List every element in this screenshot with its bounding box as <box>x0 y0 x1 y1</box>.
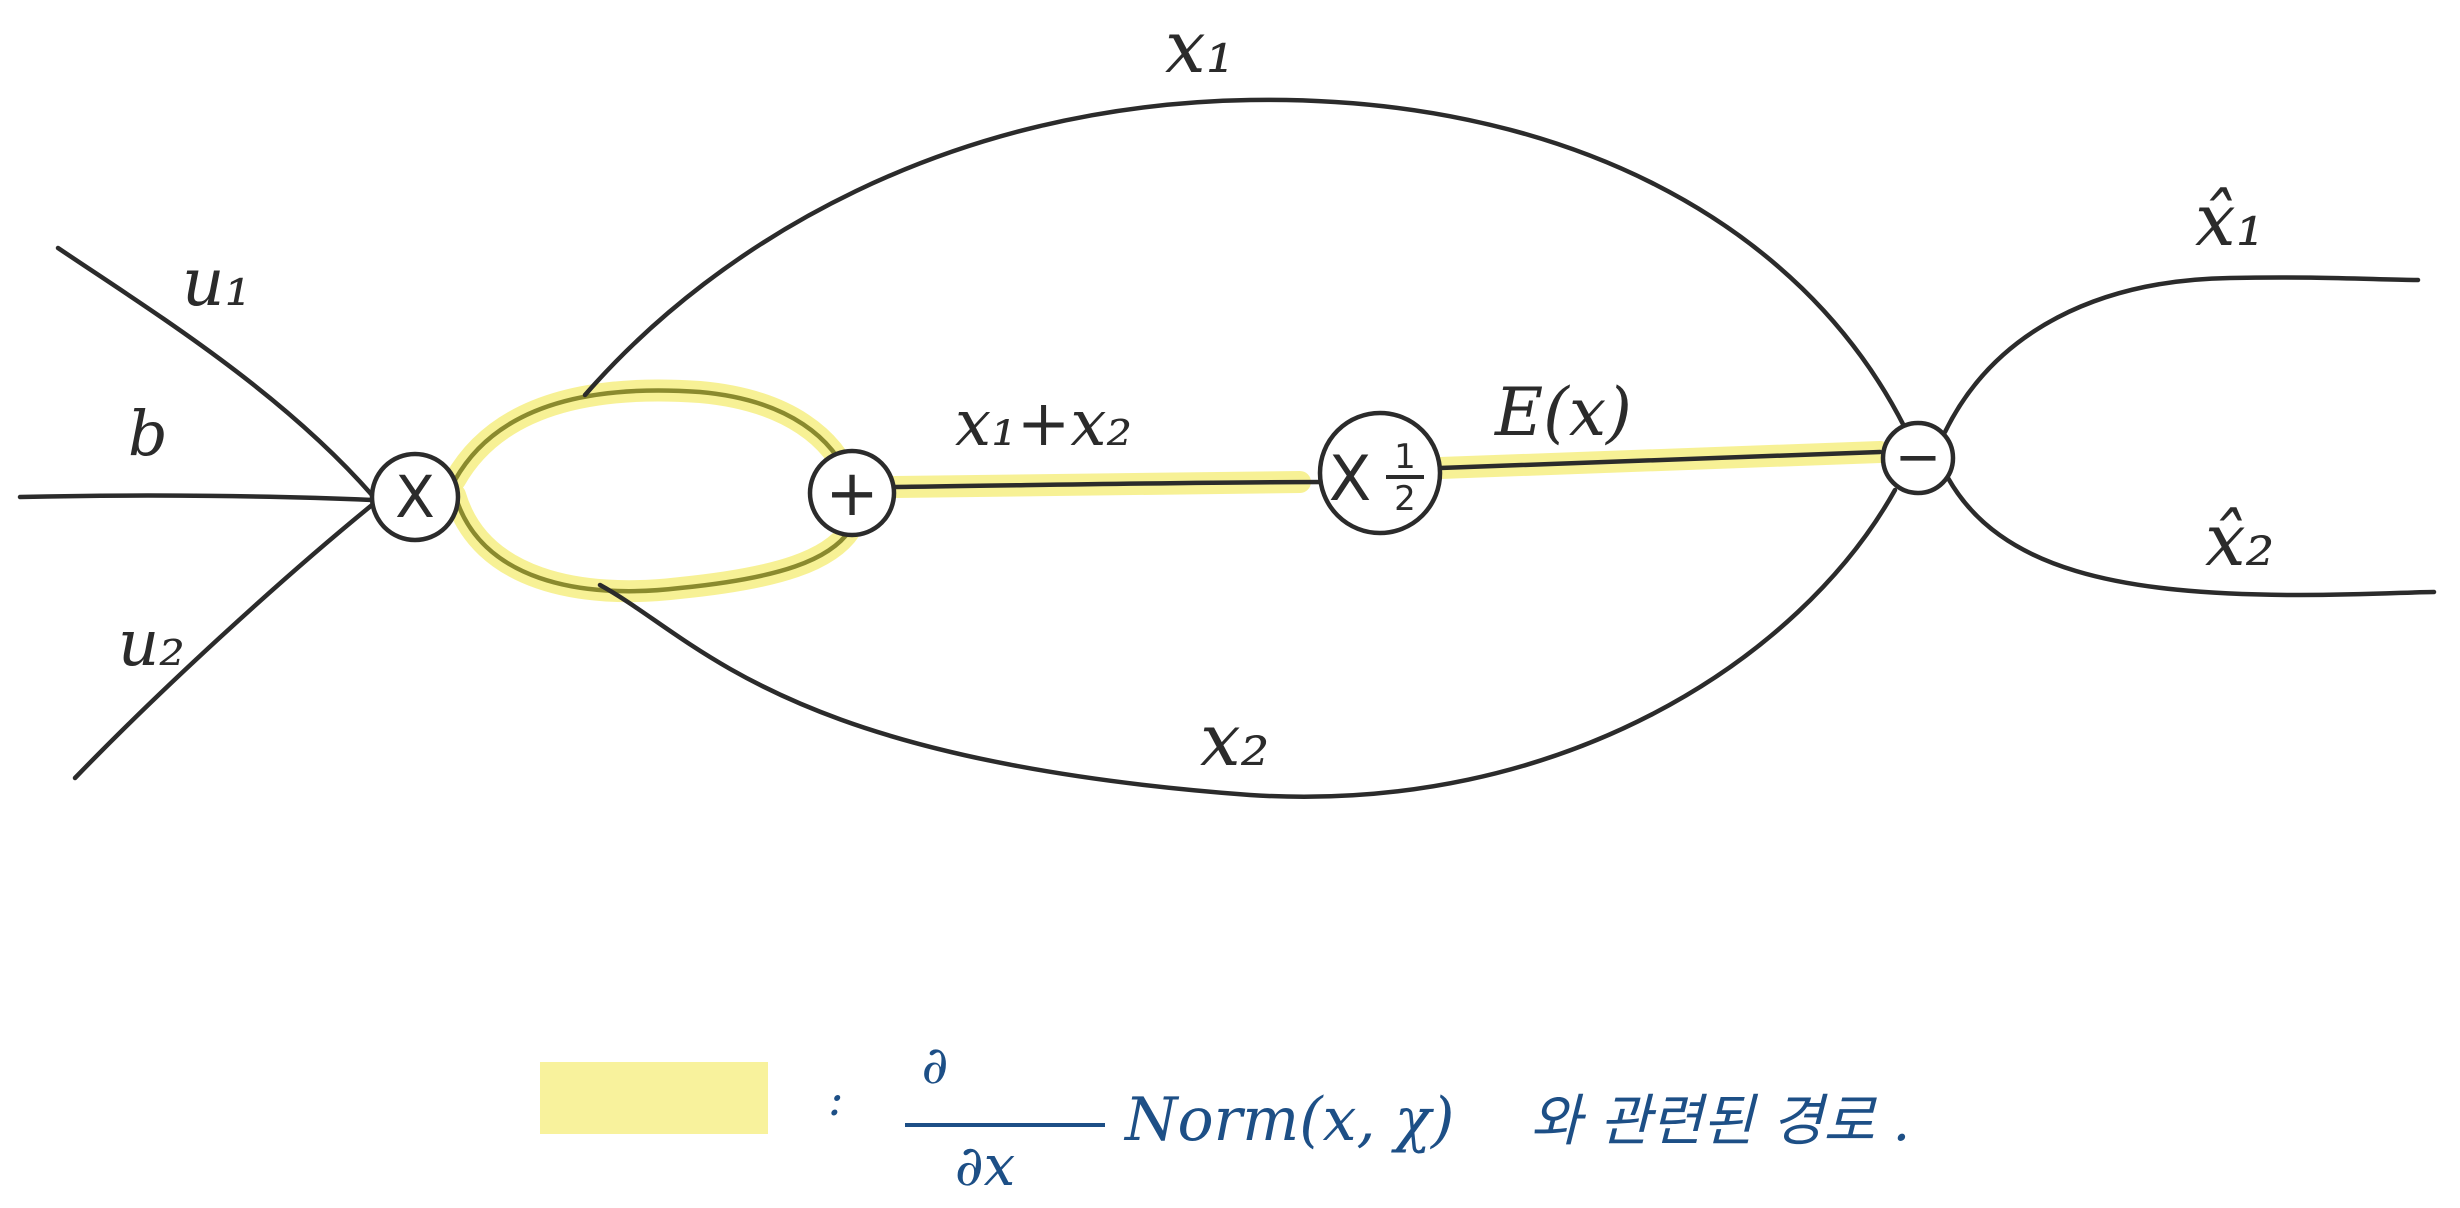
edge-u2 <box>72 502 375 781</box>
label-sum: x₁+x₂ <box>955 387 1132 461</box>
label-x1-hat: x̂₁ <box>2195 178 2264 262</box>
legend-fraction-denominator: ∂x <box>955 1134 1016 1199</box>
highlight-upper-outline <box>452 388 853 485</box>
label-u2: u₂ <box>118 607 185 681</box>
highlight-upper-branch <box>444 379 861 493</box>
edge-x1 <box>582 97 1908 431</box>
output-edges <box>1942 275 2437 598</box>
node-add: + <box>807 448 897 538</box>
node-subtract-label: − <box>1895 425 1942 490</box>
label-b: b <box>128 397 168 470</box>
node-multiply-label: X <box>395 463 435 531</box>
legend-expression: Norm(x, χ) <box>1123 1085 1454 1155</box>
legend-fraction-numerator: ∂ <box>922 1036 949 1096</box>
node-half-denominator: 2 <box>1394 479 1416 519</box>
label-x2: x₂ <box>1200 698 1269 782</box>
edge-x2-hat <box>1945 475 2437 598</box>
branch-edges <box>582 97 1908 799</box>
label-mean: E(x) <box>1494 374 1632 451</box>
highlighted-paths <box>444 379 1891 603</box>
edge-b <box>17 493 375 503</box>
legend-swatch <box>540 1062 768 1134</box>
label-x2-hat: x̂₂ <box>2205 498 2274 582</box>
highlight-lower-outline <box>452 492 853 594</box>
label-u1: u₁ <box>182 244 251 321</box>
label-x1: x₁ <box>1165 5 1234 89</box>
node-multiply: X <box>369 451 461 543</box>
node-half-numerator: 1 <box>1394 437 1416 477</box>
node-half: X 1 2 <box>1317 410 1443 536</box>
edge-x1-hat <box>1942 275 2421 435</box>
edge-u1 <box>55 245 375 498</box>
node-half-op: X <box>1329 442 1371 515</box>
highlight-lower-branch <box>444 484 861 603</box>
input-edges <box>17 245 375 781</box>
legend-description: 와 관련된 경로 . <box>1530 1089 1910 1154</box>
legend-colon: : <box>828 1072 844 1126</box>
edge-mean <box>1437 449 1883 471</box>
legend: : ∂ ∂x Norm(x, χ) 와 관련된 경로 . <box>540 1036 1910 1199</box>
node-add-label: + <box>825 457 879 531</box>
node-subtract: − <box>1880 420 1956 496</box>
edge-x2 <box>597 487 1898 799</box>
edge-sum <box>892 479 1333 490</box>
